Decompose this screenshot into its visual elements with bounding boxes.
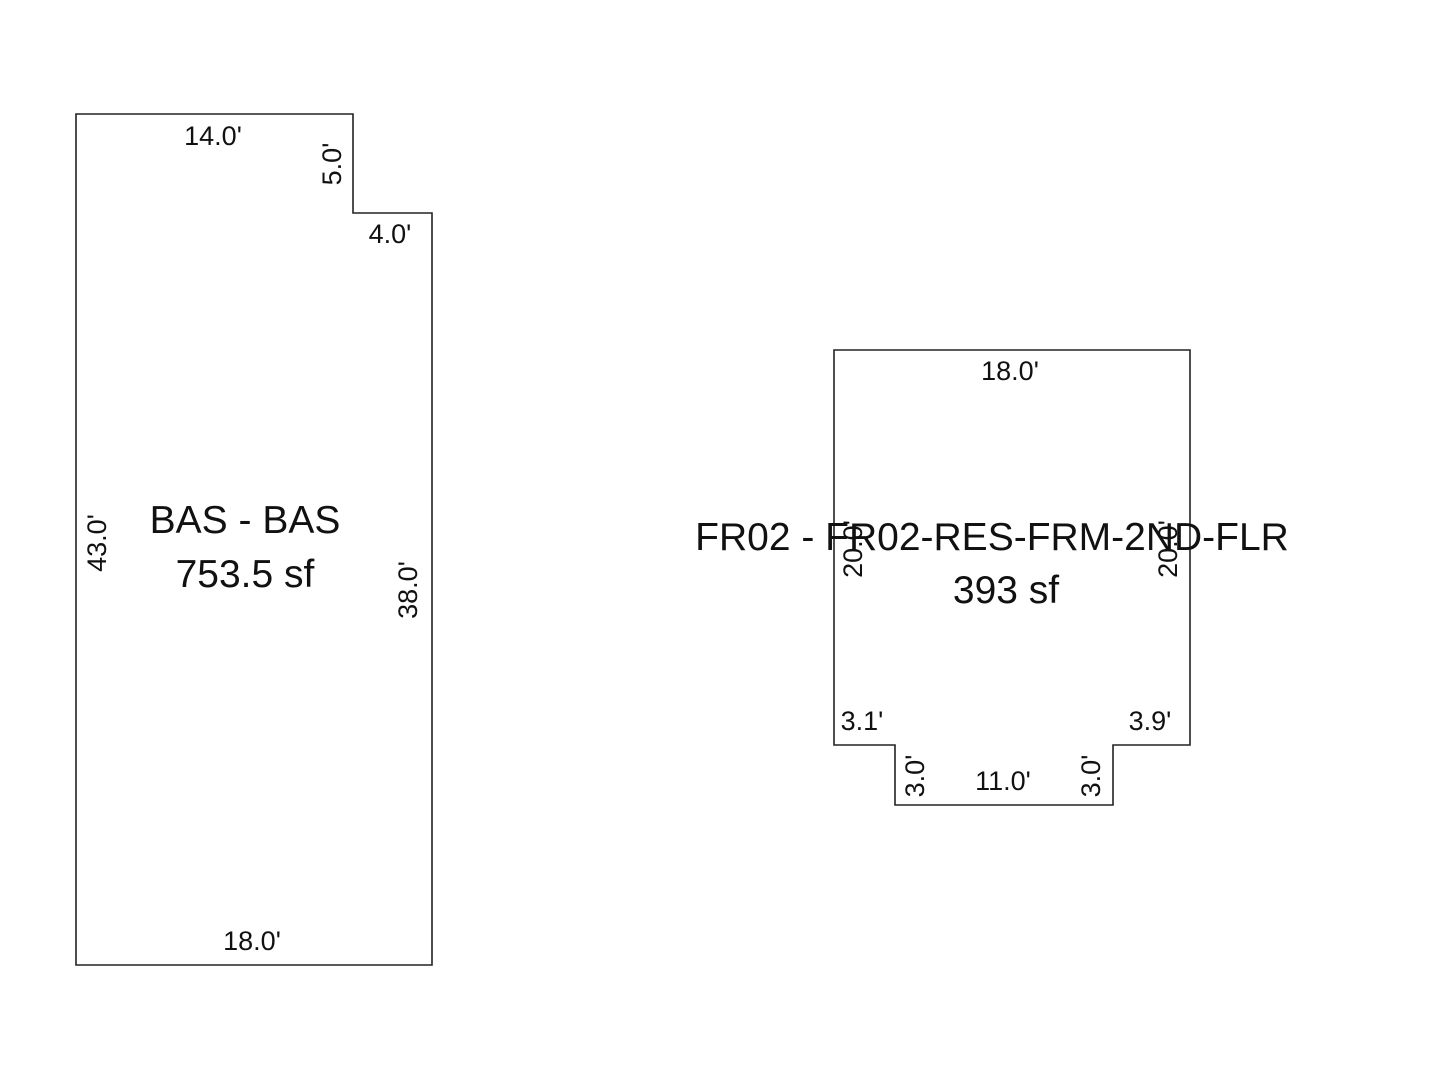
fr02-dim-bottom-left-step: 3.1' [841,706,884,736]
bas-area: 14.0' 5.0' 4.0' 43.0' 38.0' 18.0' BAS - … [75,113,433,966]
fr02-area: 18.0' 20.0' 20.0' FR02 - FR02-RES-FRM-2N… [695,349,1289,806]
fr02-dim-bump-right: 3.0' [1076,755,1106,798]
bas-dim-right: 38.0' [393,561,423,619]
bas-dim-left: 43.0' [82,514,112,572]
fr02-dim-bump-bottom: 11.0' [975,766,1031,796]
fr02-outline [833,349,1191,806]
fr02-dim-left: 20.0' [838,520,868,578]
bas-dim-top: 14.0' [184,121,242,151]
fr02-dim-bump-left: 3.0' [900,755,930,798]
bas-area-code: BAS - BAS [150,499,341,542]
bas-dim-bottom: 18.0' [223,926,281,956]
bas-dim-notch-vertical: 5.0' [317,143,347,186]
fr02-area-size: 393 sf [953,569,1059,612]
bas-dim-notch-horizontal: 4.0' [369,219,412,249]
bas-outline [75,113,433,966]
bas-area-size: 753.5 sf [176,553,315,596]
fr02-dim-right: 20.0' [1153,520,1183,578]
fr02-area-code: FR02 - FR02-RES-FRM-2ND-FLR [695,516,1289,559]
fr02-dim-bottom-right-step: 3.9' [1129,706,1172,736]
fr02-dim-top: 18.0' [981,356,1039,386]
